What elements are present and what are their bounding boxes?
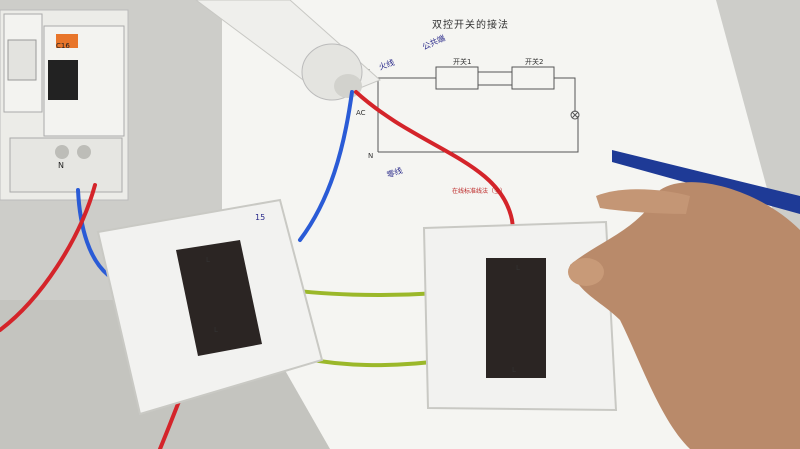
right-switch-plate: L L [422,220,618,412]
switch2-label: 开关2 [525,57,543,66]
left-terminal-1: L [206,256,210,264]
right-terminal-2: L [512,366,516,374]
circuit-breaker: C16 N [0,9,129,201]
breaker-n-label: N [58,161,64,170]
hand [568,182,800,449]
breaker-blue-wire [76,188,110,277]
diagram-title: 双控开关的接法 [432,20,509,31]
right-terminal-1: L [516,264,520,272]
left-switch-mark: 15 [255,213,265,222]
left-terminal-2: L [214,326,218,334]
left-switch-plate: 15 L L [96,198,324,416]
diagram-caption: 在线标准线法（全） [452,188,507,195]
switch1-label: 开关1 [453,57,471,66]
breaker-red-wire [0,183,97,332]
lamp-holder [195,0,381,101]
neutral-wire-blue [298,90,354,242]
breaker-rating: C16 [56,42,70,50]
n-label: N [368,152,373,160]
ac-label: AC [356,109,366,117]
